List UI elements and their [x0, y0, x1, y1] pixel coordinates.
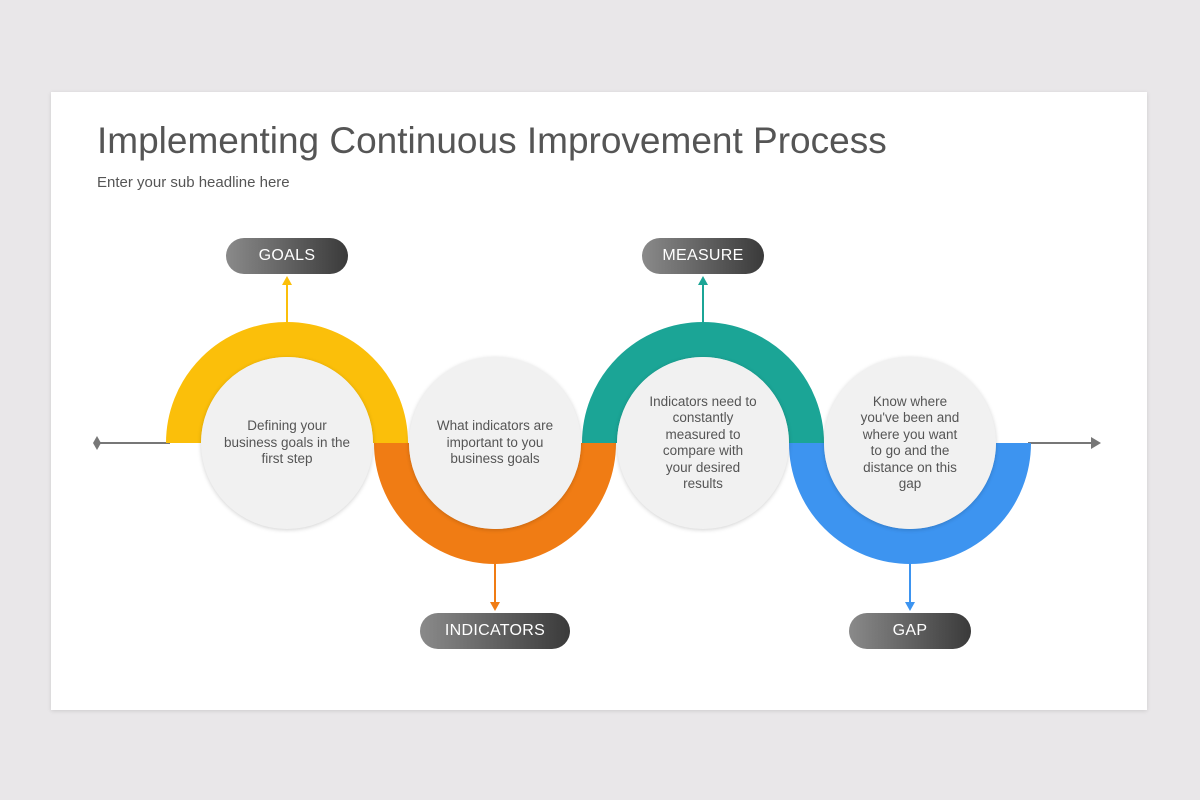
measure-label: MEASURE: [642, 238, 764, 274]
sub-headline: Enter your sub headline here: [97, 174, 290, 191]
text-line: your desired: [665, 459, 741, 475]
page-title: Implementing Continuous Improvement Proc…: [97, 120, 887, 161]
text-line: to go and the: [870, 443, 950, 458]
measure-description: Indicators need to constantly measured t…: [617, 357, 789, 529]
text-line: important to you: [446, 434, 544, 450]
arrow-up-icon: [698, 276, 708, 285]
diamond-icon: [93, 436, 101, 450]
text-line: What indicators are: [436, 418, 554, 434]
indicators-label: INDICATORS: [420, 613, 570, 649]
text-line: business goals in the: [223, 434, 351, 450]
text-line: business goals: [450, 451, 540, 467]
text-line: Defining your: [247, 418, 327, 434]
arrow-down-icon: [490, 602, 500, 611]
gap-label: GAP: [849, 613, 971, 649]
arrow-up-icon: [282, 276, 292, 285]
text-line: where you want: [862, 426, 958, 442]
arrow-down-icon: [905, 602, 915, 611]
arrow-right-icon: [1091, 437, 1101, 449]
gap-description: Know where you've been and where you wan…: [824, 357, 996, 529]
text-line: constantly: [672, 410, 734, 425]
goals-label: GOALS: [226, 238, 348, 274]
indicators-arc: [374, 442, 616, 564]
text-line: measured to: [665, 426, 741, 442]
text-line: results: [683, 476, 723, 491]
measure-arc: [582, 322, 824, 444]
text-line: you've been and: [860, 410, 960, 425]
indicators-description: What indicators are important to you bus…: [409, 357, 581, 529]
text-line: gap: [898, 476, 922, 491]
text-line: distance on this: [863, 459, 957, 475]
text-line: Indicators need to: [649, 393, 757, 409]
text-line: compare with: [662, 443, 744, 458]
text-line: Know where: [872, 393, 948, 409]
goals-arc: [166, 322, 408, 444]
gap-arc: [789, 442, 1031, 564]
goals-description: Defining your business goals in the firs…: [201, 357, 373, 529]
text-line: first step: [261, 451, 313, 467]
